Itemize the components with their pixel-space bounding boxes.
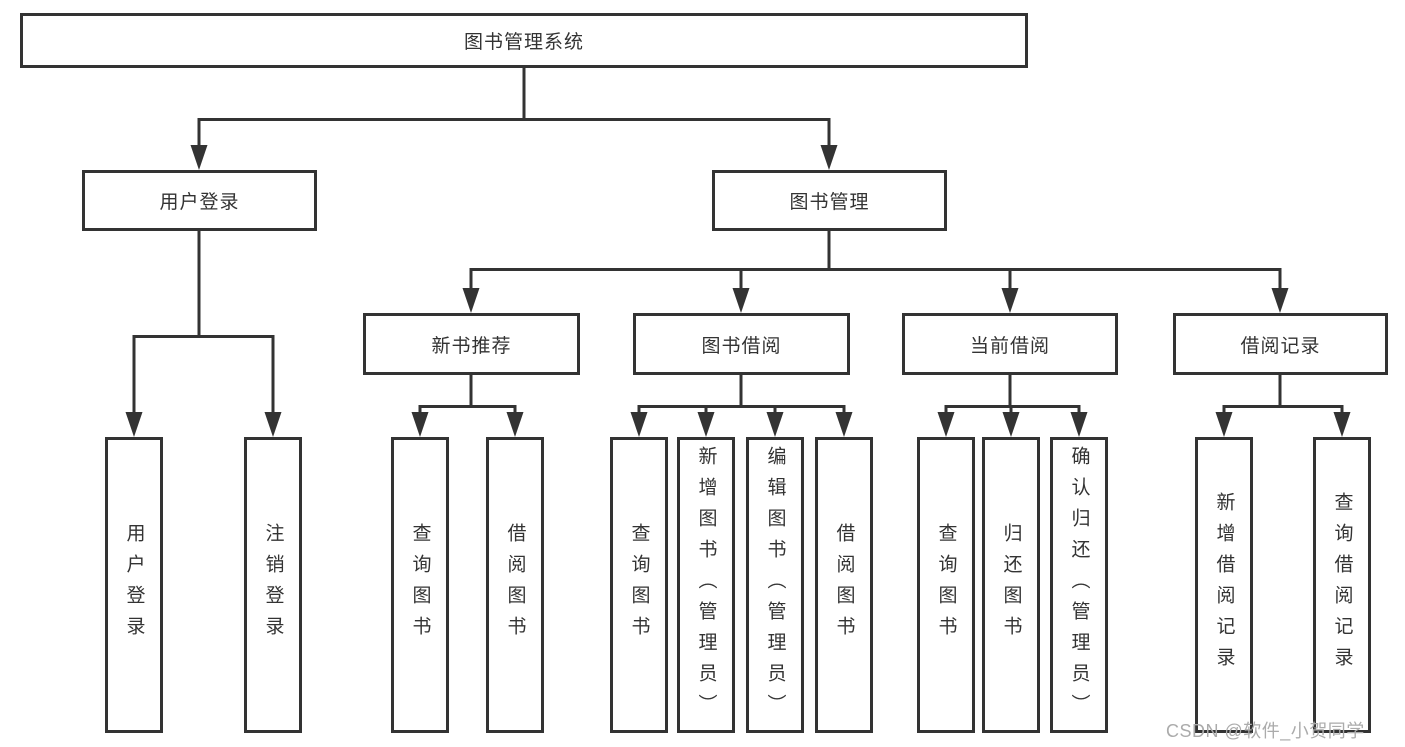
- node-book-borrow: 图书借阅: [633, 313, 850, 375]
- leaf-label: 新增借阅记录: [1213, 492, 1235, 678]
- leaf-add-books-admin: 新增图书（管理员）: [677, 437, 735, 733]
- leaf-query-borrow-record: 查询借阅记录: [1313, 437, 1371, 733]
- leaf-label: 查询图书: [628, 523, 650, 647]
- leaf-label: 用户登录: [123, 523, 145, 647]
- leaf-label: 查询借阅记录: [1331, 492, 1353, 678]
- leaf-label: 查询图书: [935, 523, 957, 647]
- leaf-label: 归还图书: [1000, 523, 1022, 647]
- leaf-label: 编辑图书（管理员）: [764, 445, 786, 725]
- leaf-user-login: 用户登录: [105, 437, 163, 733]
- leaf-confirm-return-admin: 确认归还（管理员）: [1050, 437, 1108, 733]
- leaf-query-books-recommend: 查询图书: [391, 437, 449, 733]
- node-current-borrow: 当前借阅: [902, 313, 1118, 375]
- leaf-label: 新增图书（管理员）: [695, 445, 717, 725]
- leaf-label: 查询图书: [409, 523, 431, 647]
- leaf-borrow-books: 借阅图书: [815, 437, 873, 733]
- leaf-edit-books-admin: 编辑图书（管理员）: [746, 437, 804, 733]
- leaf-label: 借阅图书: [504, 523, 526, 647]
- leaf-borrow-books-recommend: 借阅图书: [486, 437, 544, 733]
- node-user-login: 用户登录: [82, 170, 317, 231]
- leaf-return-books: 归还图书: [982, 437, 1040, 733]
- leaf-query-books-borrow: 查询图书: [610, 437, 668, 733]
- leaf-label: 确认归还（管理员）: [1068, 445, 1090, 725]
- node-root-system: 图书管理系统: [20, 13, 1028, 68]
- leaf-label: 注销登录: [262, 523, 284, 647]
- node-new-book-recommend: 新书推荐: [363, 313, 580, 375]
- node-book-management: 图书管理: [712, 170, 947, 231]
- leaf-add-borrow-record: 新增借阅记录: [1195, 437, 1253, 733]
- leaf-label: 借阅图书: [833, 523, 855, 647]
- leaf-logout: 注销登录: [244, 437, 302, 733]
- arrowhead-icons: [125, 145, 1351, 437]
- csdn-watermark: CSDN @软件_小贺同学: [1166, 721, 1365, 741]
- node-borrow-records: 借阅记录: [1173, 313, 1388, 375]
- leaf-query-books-current: 查询图书: [917, 437, 975, 733]
